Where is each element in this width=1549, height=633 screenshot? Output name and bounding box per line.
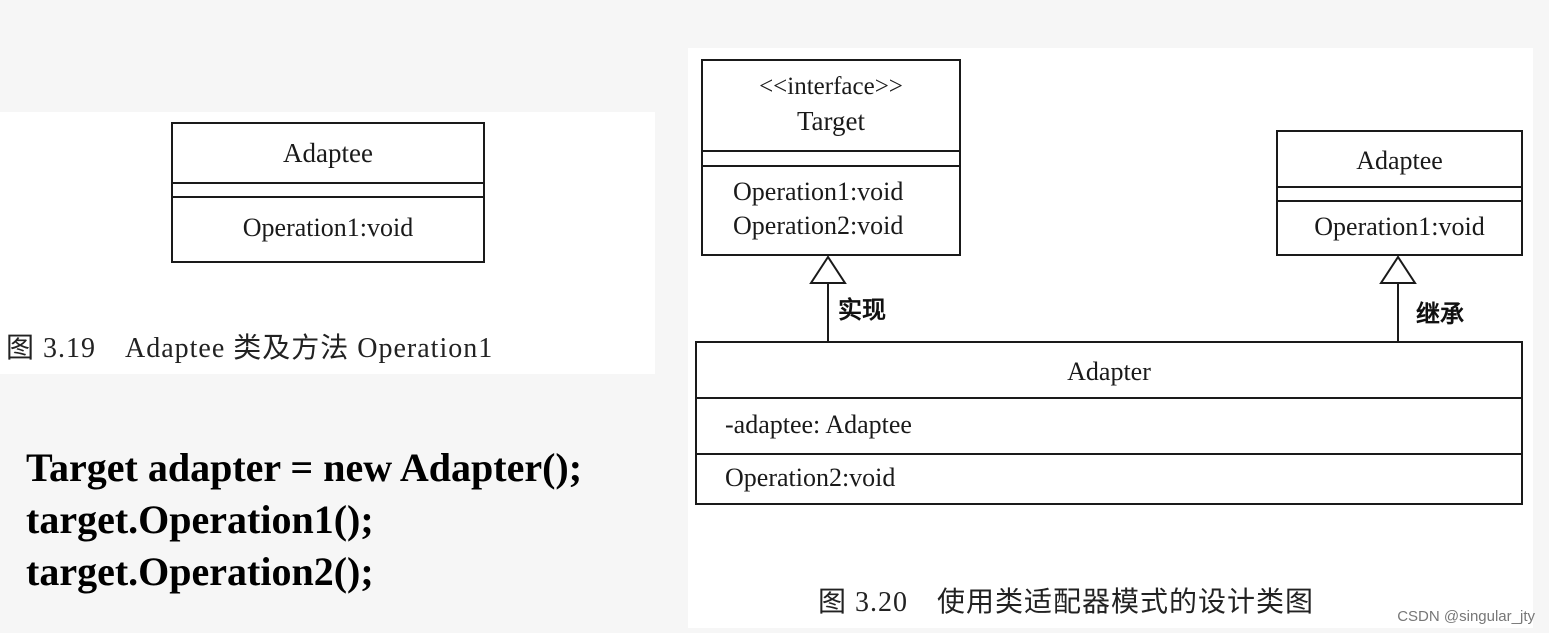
code-block: Target adapter = new Adapter(); target.O… [26, 442, 582, 598]
right-figure-caption: 图 3.20 使用类适配器模式的设计类图 [818, 587, 1315, 618]
attribute: -adaptee: Adaptee [725, 410, 912, 439]
operation-section: Operation1:void [173, 196, 483, 261]
operation: Operation1:void [242, 213, 414, 242]
class-name: Adaptee [283, 138, 373, 168]
operation: Operation2:void [725, 463, 896, 492]
attribute-section [703, 150, 959, 165]
realization-label: 实现 [838, 296, 886, 324]
operation: Operation2:void [733, 211, 904, 240]
class-name: Adapter [1067, 357, 1151, 386]
operation-section: Operation2:void [697, 453, 1521, 503]
watermark: CSDN @singular_jty [1397, 608, 1535, 625]
attribute-section [173, 182, 483, 196]
inheritance-label: 继承 [1416, 300, 1464, 328]
code-line: Target adapter = new Adapter(); [26, 445, 583, 490]
class-name: Target [796, 106, 866, 136]
stereotype: <<interface>> [759, 73, 903, 100]
adapter-class: Adapter -adaptee: Adaptee Operation2:voi… [695, 341, 1523, 505]
class-name: Adaptee [1356, 146, 1443, 175]
left-adaptee-class: Adaptee Operation1:void [171, 122, 485, 263]
operation: Operation1:void [733, 177, 904, 206]
operation-section: Operation1:void Operation2:void [703, 165, 959, 254]
left-figure-caption: 图 3.19 Adaptee 类及方法 Operation1 [6, 333, 494, 364]
class-header: <<interface>> Target [703, 61, 959, 150]
target-interface-class: <<interface>> Target Operation1:void Ope… [701, 59, 961, 256]
attribute-section [1278, 186, 1521, 200]
right-adaptee-class: Adaptee Operation1:void [1276, 130, 1523, 256]
code-line: target.Operation2(); [26, 549, 374, 594]
operation-section: Operation1:void [1278, 200, 1521, 254]
operation: Operation1:void [1314, 212, 1485, 241]
code-line: target.Operation1(); [26, 497, 374, 542]
attribute-section: -adaptee: Adaptee [697, 397, 1521, 453]
